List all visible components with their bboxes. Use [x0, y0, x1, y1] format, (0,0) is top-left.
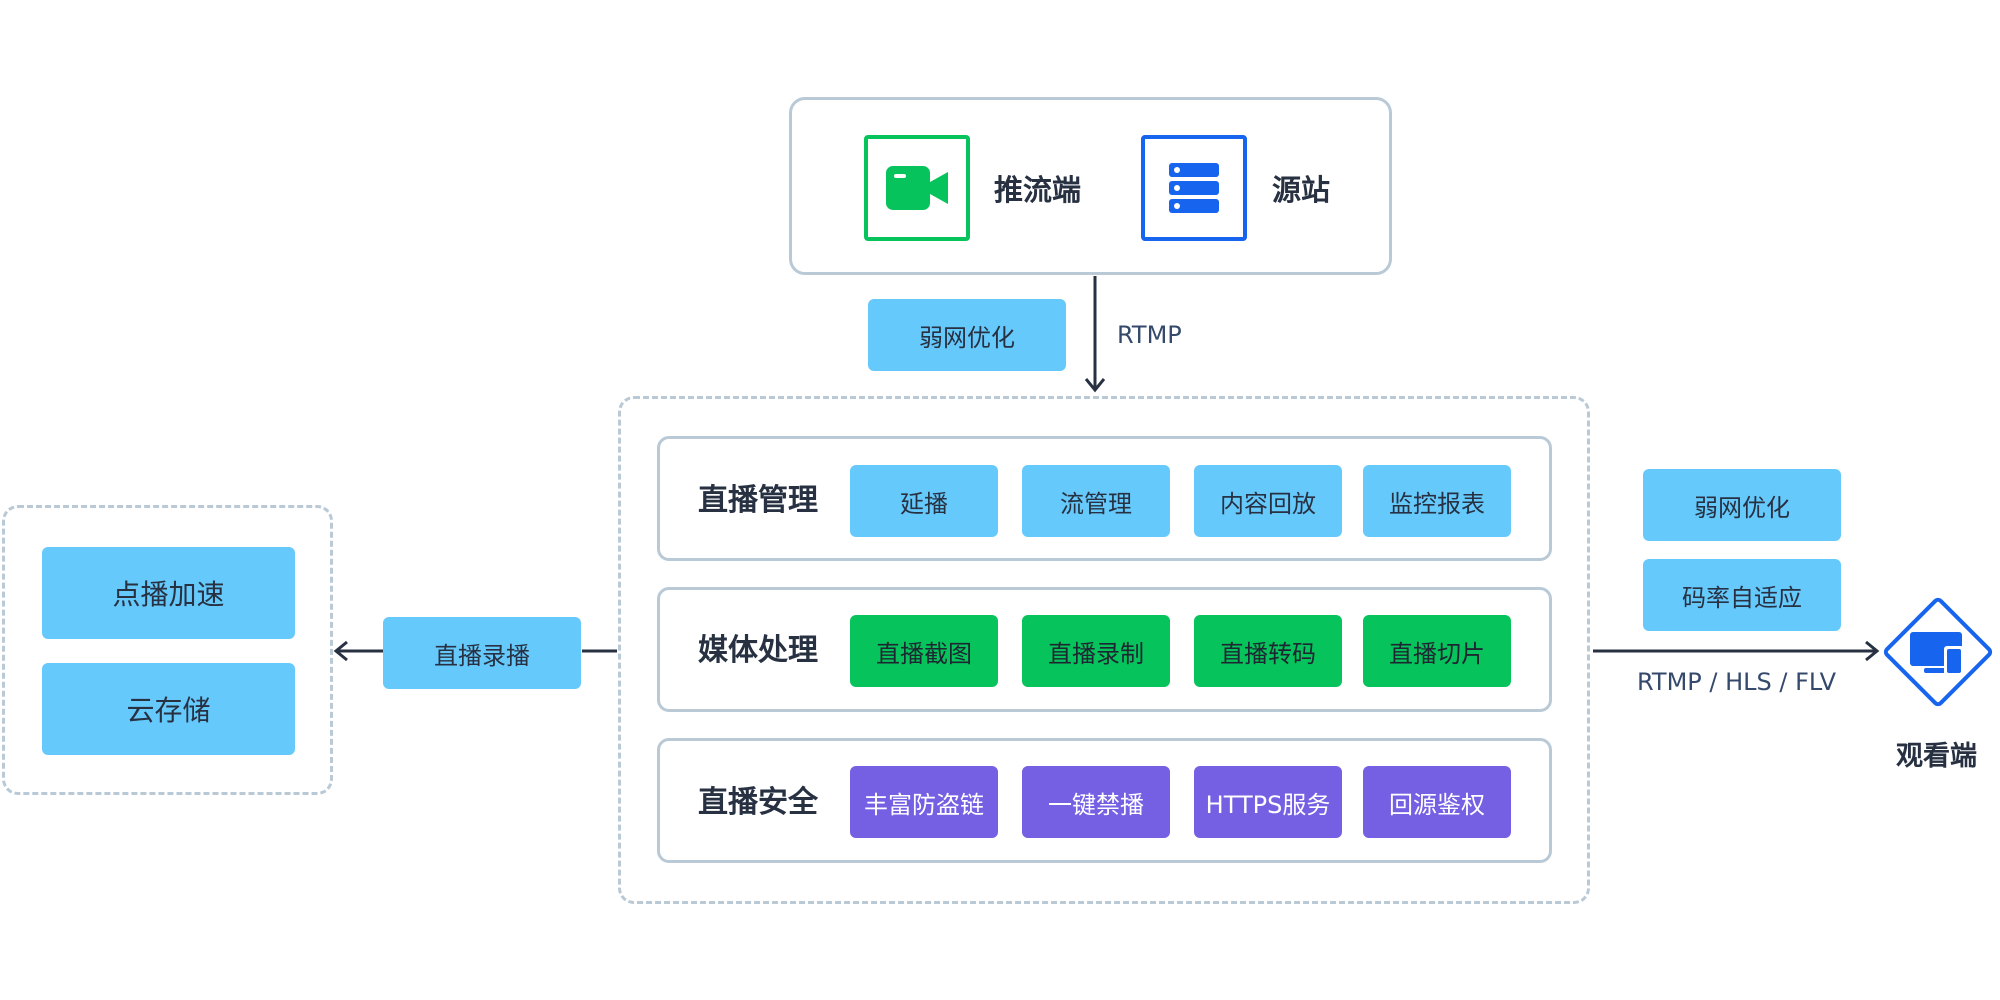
viewer-diamond: [1883, 597, 1993, 707]
chip-delay-broadcast: 延播: [850, 465, 998, 537]
chip-live-recording: 直播录制: [1022, 615, 1170, 687]
chip-content-playback: 内容回放: [1194, 465, 1342, 537]
chip-one-click-ban: 一键禁播: [1022, 766, 1170, 838]
delivery-weak-network-chip: 弱网优化: [1643, 469, 1841, 541]
devices-icon: [1910, 632, 1964, 676]
row-label-live-security: 直播安全: [698, 785, 818, 820]
storage-container: [2, 505, 333, 795]
recording-arrowhead: [333, 640, 348, 662]
chip-vod-acceleration: 点播加速: [42, 547, 295, 639]
viewer-label: 观看端: [1896, 741, 1977, 772]
delivery-arrowhead: [1865, 640, 1880, 662]
chip-live-screenshot: 直播截图: [850, 615, 998, 687]
origin-icon-frame: [1141, 135, 1247, 241]
chip-cloud-storage: 云存储: [42, 663, 295, 755]
chip-live-slicing: 直播切片: [1363, 615, 1511, 687]
chip-origin-auth: 回源鉴权: [1363, 766, 1511, 838]
chip-live-transcoding: 直播转码: [1194, 615, 1342, 687]
origin-label: 源站: [1272, 173, 1331, 207]
recording-chip: 直播录播: [383, 617, 581, 689]
chip-anti-leech: 丰富防盗链: [850, 766, 998, 838]
row-label-media-processing: 媒体处理: [698, 633, 818, 668]
video-camera-icon: [886, 166, 948, 210]
delivery-protocols-label: RTMP / HLS / FLV: [1637, 668, 1837, 696]
chip-monitoring-reports: 监控报表: [1363, 465, 1511, 537]
ingest-optimization-chip: 弱网优化: [868, 299, 1066, 371]
core-services-container: [618, 396, 1590, 904]
source-panel: [789, 97, 1392, 275]
ingest-protocol-label: RTMP: [1117, 321, 1182, 349]
chip-stream-management: 流管理: [1022, 465, 1170, 537]
server-icon: [1169, 163, 1219, 213]
push-endpoint-label: 推流端: [994, 173, 1082, 207]
push-endpoint-icon-frame: [864, 135, 970, 241]
chip-https-service: HTTPS服务: [1194, 766, 1342, 838]
row-label-live-management: 直播管理: [698, 483, 818, 518]
rtmp-arrowhead: [1084, 378, 1106, 393]
delivery-adaptive-bitrate-chip: 码率自适应: [1643, 559, 1841, 631]
